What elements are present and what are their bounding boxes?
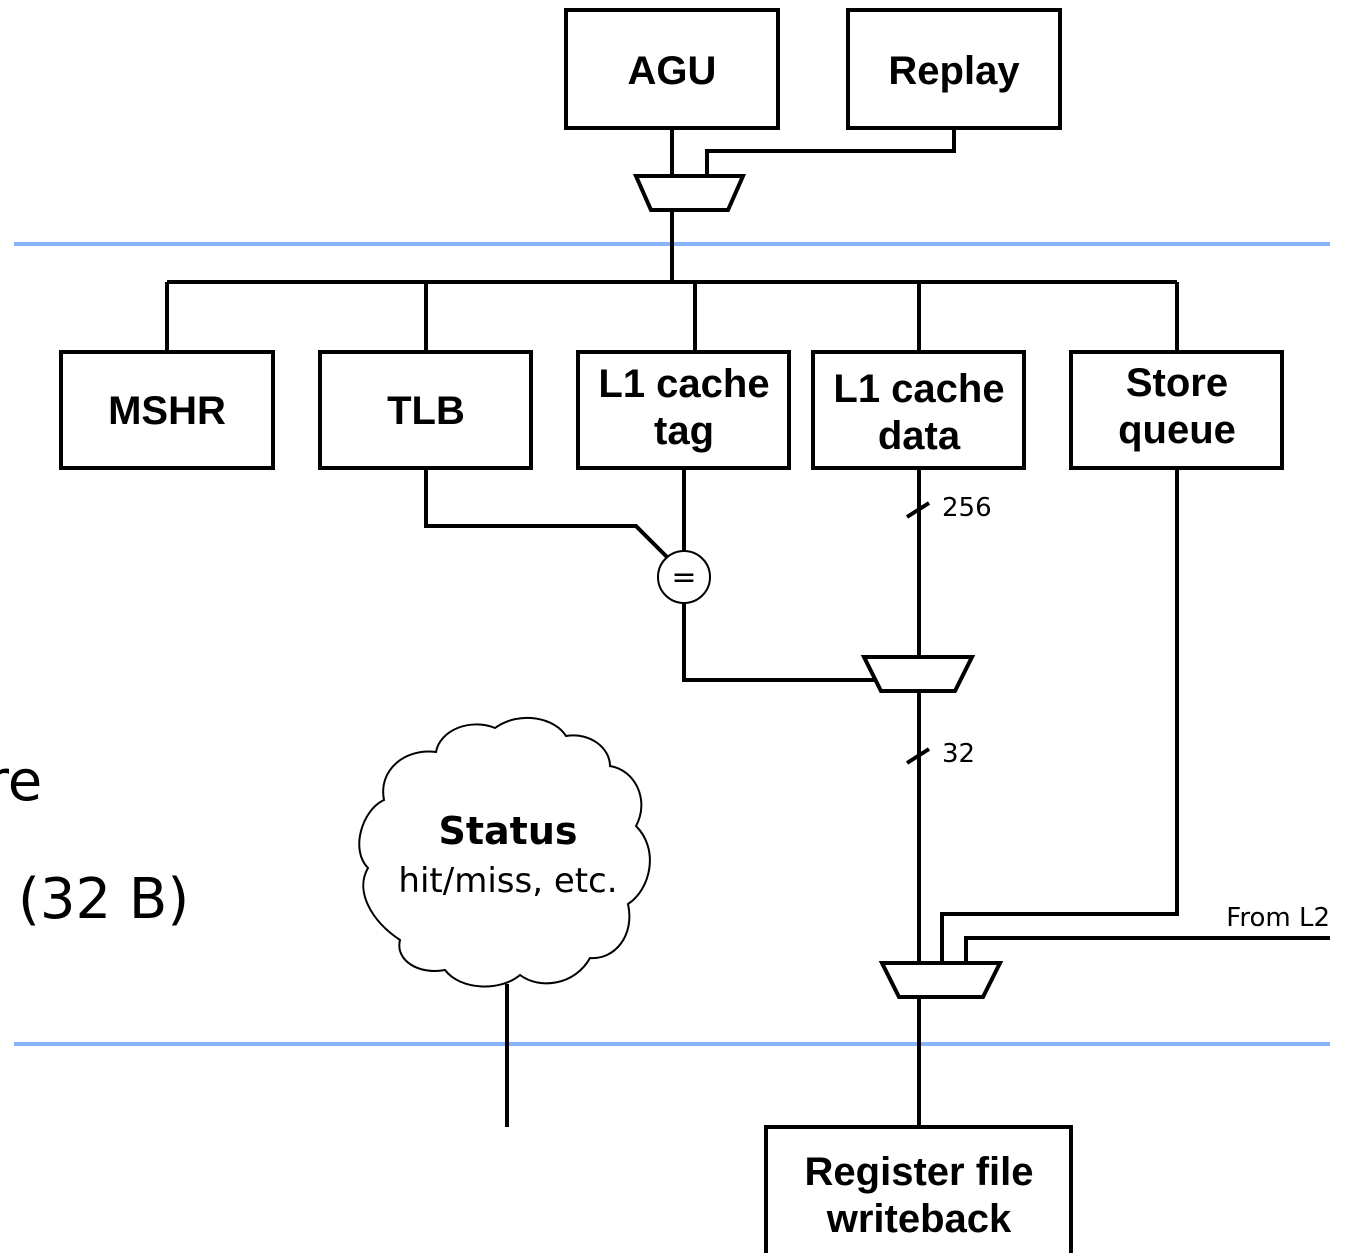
from-l2-label: From L2 [1226,903,1330,933]
register-file-writeback-block: Register file writeback [764,1125,1073,1253]
bus-width-256: 256 [942,493,992,523]
tlb-block: TLB [318,350,533,470]
bus-width-32: 32 [942,739,975,769]
register-file-label-line1: Register file [805,1150,1034,1194]
mshr-label: MSHR [108,389,226,433]
replay-block: Replay [846,8,1062,130]
cutoff-text-2: (32 B) [18,867,189,932]
data-select-mux [860,655,976,693]
writeback-mux [878,961,1004,999]
address-mux [632,174,747,212]
replay-label: Replay [888,49,1020,93]
register-file-label-line2: writeback [826,1197,1012,1241]
status-cloud: Status hit/miss, etc. [358,716,651,988]
agu-block: AGU [564,8,780,130]
status-subtitle: hit/miss, etc. [398,861,617,901]
l1-cache-tag-label-line2: tag [654,409,714,453]
wires [165,128,1330,1127]
cutoff-text-1: re [0,749,42,814]
l1-cache-tag-label-line1: L1 cache [598,362,769,406]
l1-cache-data-label-line1: L1 cache [833,367,1004,411]
store-queue-block: Store queue [1069,350,1284,470]
tlb-label: TLB [387,389,465,433]
l1-cache-data-label-line2: data [878,414,961,458]
l1-cache-data-block: L1 cache data [811,350,1026,470]
store-queue-label-line2: queue [1118,408,1236,452]
tag-comparator: = [657,550,711,604]
status-title: Status [438,809,577,853]
mshr-block: MSHR [59,350,275,470]
l1-cache-tag-block: L1 cache tag [576,350,791,470]
store-queue-label-line1: Store [1126,361,1228,405]
agu-label: AGU [628,49,717,93]
comparator-symbol: = [671,560,696,595]
